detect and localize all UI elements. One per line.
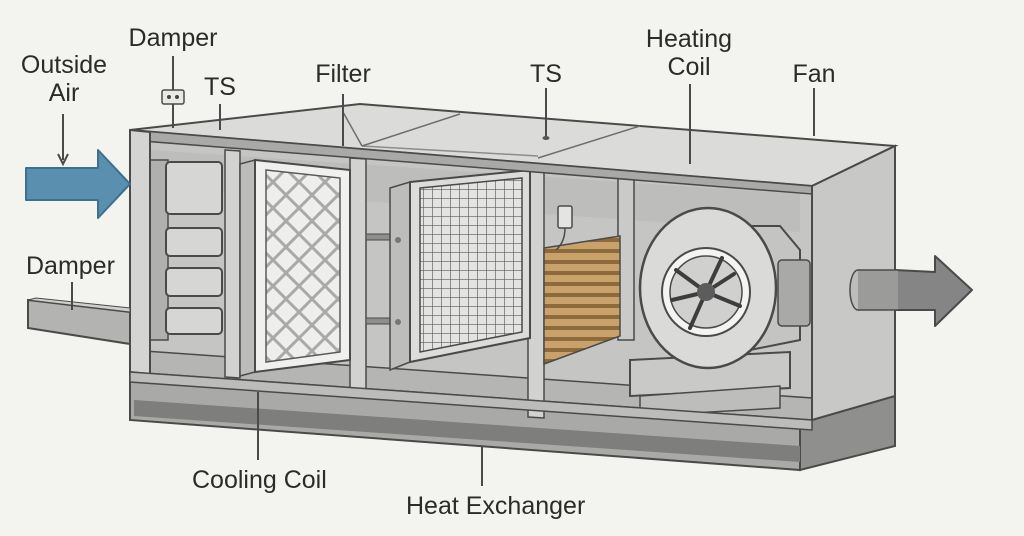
damper-louvers [149,159,223,341]
damper-duct [27,297,131,346]
cabinet-left-edge [129,128,151,376]
outside-air-label: Outside Air [4,51,124,107]
cooling-coil-label: Cooling Coil [192,466,327,494]
leader-lines [57,56,815,486]
damper-bottom-label: Damper [26,252,115,280]
heating-coil-label: Heating Coil [626,25,752,81]
damper-actuator [161,89,185,128]
outside-air-inlet-arrow [25,149,131,219]
ts-left-label: TS [204,73,236,101]
heat-exchanger-label: Heat Exchanger [406,492,586,520]
damper-top-label: Damper [128,24,218,52]
cooling-coil [365,168,531,372]
outside-air-leader-head [57,153,69,167]
heating-coil-label-line1: Heating [645,25,733,53]
supply-air-outlet [849,255,973,327]
fan-assembly [629,206,811,417]
fan-label: Fan [792,60,836,88]
outside-air-label-line1: Outside [20,51,108,79]
heating-coil [543,205,621,366]
heating-coil-label-line2: Coil [667,53,711,81]
filter-panel [239,158,351,377]
ts-right-label: TS [530,60,562,88]
outside-air-label-line2: Air [48,79,80,107]
filter-label: Filter [315,60,371,88]
cabinet-bottom-rail [129,371,813,431]
